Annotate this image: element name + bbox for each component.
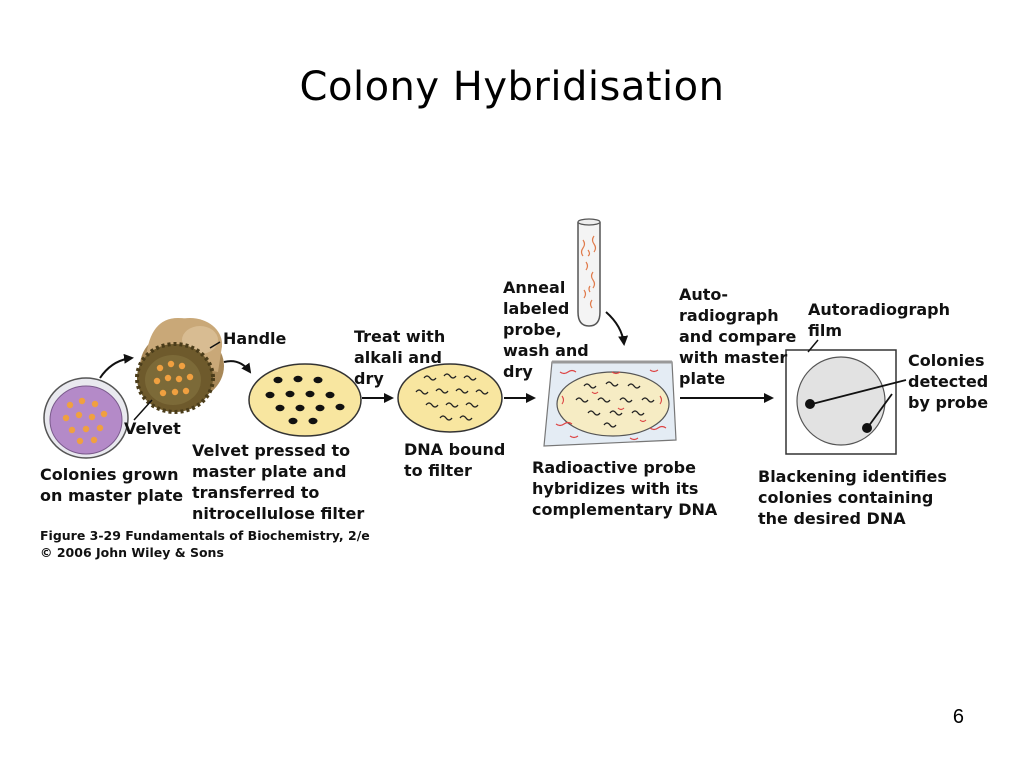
page-title: Colony Hybridisation: [299, 64, 725, 110]
dna-bound-filter: [397, 363, 503, 433]
page-number: 6: [952, 706, 964, 728]
autoradiograph-film: [785, 349, 897, 455]
arrow-velvet-to-filter: [223, 360, 252, 374]
label-autoradiograph-film: Autoradiograph film: [808, 300, 951, 340]
figure-caption: Figure 3-29 Fundamentals of Biochemistry…: [40, 528, 370, 560]
bag-filter-dna: [575, 381, 655, 428]
label-blackening: Blackening identifies colonies containin…: [758, 467, 947, 528]
label-autoradiograph-compare: Auto- radiograph and compare with master…: [679, 285, 797, 388]
velvet-colonies: [153, 360, 194, 397]
colonies-pointer: [867, 393, 893, 428]
label-velvet-pressed: Velvet pressed to master plate and trans…: [192, 441, 365, 523]
denatured-dna-squiggles: [415, 373, 489, 421]
arrow-probe-to-bag: [605, 311, 629, 346]
arrow-plate-to-velvet: [99, 353, 134, 379]
film-pointer: [807, 339, 819, 353]
label-velvet: Velvet: [124, 419, 181, 438]
probe-test-tube: [577, 218, 601, 327]
handle-pointer: [209, 341, 221, 349]
master-plate-colonies: [62, 397, 108, 445]
label-radioactive-probe: Radioactive probe hybridizes with its co…: [532, 458, 718, 519]
filter-colony-dots: [265, 375, 345, 425]
velvet-stamp: [135, 318, 224, 414]
master-plate: [43, 377, 129, 459]
label-anneal: Anneal labeled probe, wash and dry: [503, 278, 589, 381]
labeled-probe-strands: [580, 235, 597, 309]
radioactive-probe-strands: [555, 369, 667, 441]
label-colonies-detected: Colonies detected by probe: [908, 351, 989, 412]
velvet-pointer: [133, 399, 153, 421]
label-handle: Handle: [223, 329, 287, 348]
hybridization-bag: [543, 360, 677, 447]
label-dna-bound: DNA bound to filter: [404, 440, 506, 480]
detected-colony-spot: [805, 399, 815, 409]
nitrocellulose-filter: [248, 363, 362, 437]
label-treat-alkali: Treat with alkali and dry: [354, 327, 446, 388]
colonies-pointer: [811, 379, 907, 405]
label-colonies-grown: Colonies grown on master plate: [40, 465, 184, 505]
